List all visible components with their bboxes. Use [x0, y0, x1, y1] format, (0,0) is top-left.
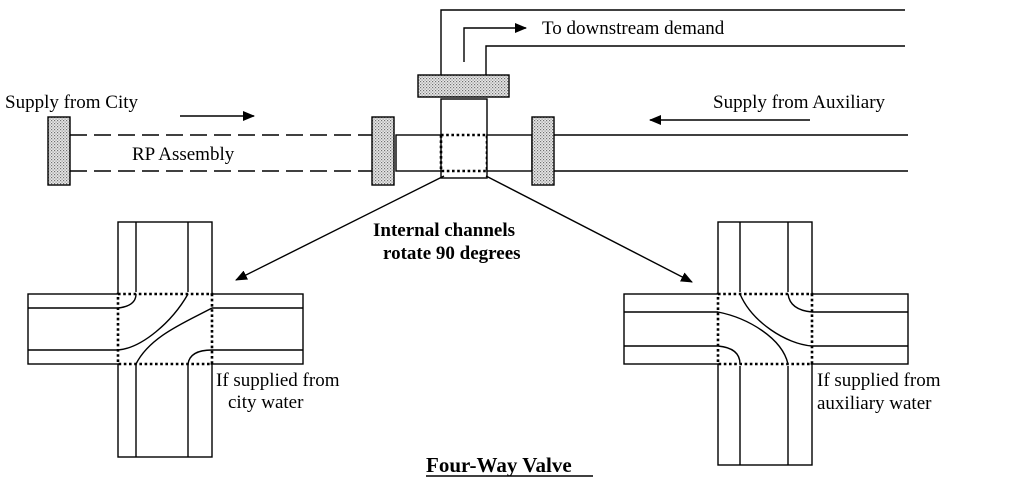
auxiliary-supply-pipe — [554, 134, 908, 172]
rp-assembly-label: RP Assembly — [132, 144, 235, 165]
arrow-to-aux-detail — [485, 175, 693, 283]
valve-body — [440, 98, 488, 179]
city-connector-pipe — [395, 134, 443, 172]
diagram-title: Four-Way Valve — [426, 453, 572, 477]
aux-connector-pipe — [486, 134, 533, 172]
supply-auxiliary-label: Supply from Auxiliary — [713, 92, 886, 113]
auxiliary-water-cross-detail — [623, 221, 909, 466]
rp-assembly-dashed-pipe — [70, 134, 372, 172]
aux-caption-line1: If supplied from — [817, 370, 941, 391]
downstream-label: To downstream demand — [542, 18, 725, 39]
supply-city-label: Supply from City — [5, 92, 139, 113]
aux-flange — [531, 116, 555, 186]
city-caption-line2: city water — [228, 392, 304, 413]
top-flange — [417, 74, 510, 98]
arrow-to-city-detail — [235, 175, 445, 281]
aux-caption-line2: auxiliary water — [817, 393, 932, 414]
rp-right-flange — [371, 116, 395, 186]
downstream-arrow — [463, 23, 527, 62]
city-water-cross-detail — [27, 221, 304, 458]
internal-channels-label: Internal channels — [373, 220, 515, 241]
rotate-90-label: rotate 90 degrees — [383, 243, 521, 264]
city-caption-line1: If supplied from — [216, 370, 340, 391]
downstream-pipe — [440, 9, 905, 80]
left-flange — [47, 116, 71, 186]
